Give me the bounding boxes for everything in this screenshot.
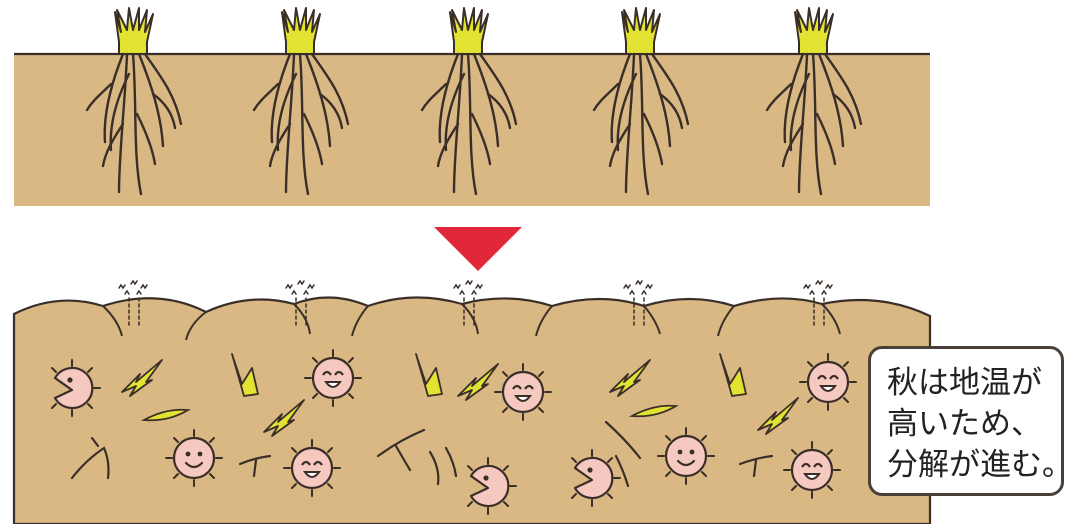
microbe-face-icon (495, 364, 551, 420)
field-after-panel (14, 281, 930, 524)
soil-layer-top (14, 54, 930, 206)
callout-line-1: 秋は地温が (887, 363, 1051, 404)
microbe-face-icon (800, 354, 856, 410)
explanation-callout: 秋は地温が 高いため、 分解が進む。 (868, 346, 1064, 496)
microbe-face-icon (784, 442, 840, 498)
microbe-face-icon (305, 350, 361, 406)
microbe-face-icon (284, 440, 340, 496)
callout-line-3: 分解が進む。 (887, 445, 1051, 486)
microbe-face-icon (658, 428, 714, 484)
field-before-panel (14, 8, 930, 206)
microbe-face-icon (166, 430, 222, 486)
callout-line-2: 高いため、 (887, 404, 1051, 445)
down-triangle-arrow-icon (434, 227, 522, 271)
